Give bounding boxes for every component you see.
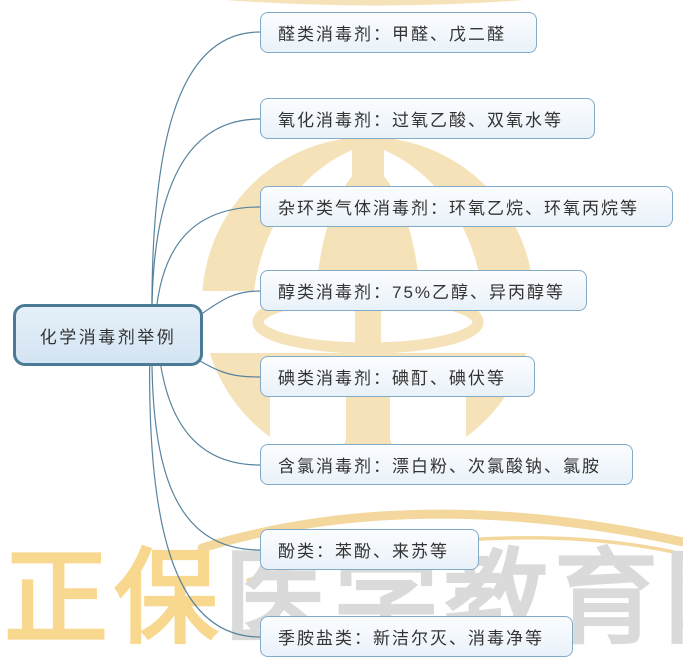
branch-label: 酚类：苯酚、来苏等 xyxy=(278,542,449,561)
branch-label: 碘类消毒剂：碘酊、碘伏等 xyxy=(278,369,506,388)
branch-label: 含氯消毒剂：漂白粉、次氯酸钠、氯胺 xyxy=(278,457,601,476)
root-topic-node[interactable]: 化学消毒剂举例 xyxy=(13,304,203,366)
connector-line-aldehyde xyxy=(151,31,261,331)
branch-node-iodine[interactable]: 碘类消毒剂：碘酊、碘伏等 xyxy=(260,356,535,397)
branch-label: 醛类消毒剂：甲醛、戊二醛 xyxy=(278,25,506,44)
branch-label: 季胺盐类：新洁尔灭、消毒净等 xyxy=(278,629,544,648)
connector-line-quaternary-ammonium xyxy=(149,341,261,638)
branch-node-phenol[interactable]: 酚类：苯酚、来苏等 xyxy=(260,529,479,570)
connector-line-oxidizing xyxy=(151,118,261,331)
branch-node-chlorine[interactable]: 含氯消毒剂：漂白粉、次氯酸钠、氯胺 xyxy=(260,444,633,485)
branch-node-oxidizing[interactable]: 氧化消毒剂：过氧乙酸、双氧水等 xyxy=(260,98,595,139)
branch-node-heterocyclic-gas[interactable]: 杂环类气体消毒剂：环氧乙烷、环氧丙烷等 xyxy=(260,186,673,227)
branch-node-alcohol[interactable]: 醇类消毒剂：75%乙醇、异丙醇等 xyxy=(260,270,587,311)
branch-node-quaternary-ammonium[interactable]: 季胺盐类：新洁尔灭、消毒净等 xyxy=(260,616,573,657)
branch-label: 醇类消毒剂：75%乙醇、异丙醇等 xyxy=(278,283,566,302)
branch-label: 杂环类气体消毒剂：环氧乙烷、环氧丙烷等 xyxy=(278,199,639,218)
connector-line-heterocyclic-gas xyxy=(154,206,261,329)
watermark-brand-gold: 正保 xyxy=(4,541,225,657)
top-logo-sliver xyxy=(225,0,525,6)
connector-line-chlorine xyxy=(157,343,261,466)
connector-line-phenol xyxy=(151,341,261,551)
branch-label: 氧化消毒剂：过氧乙酸、双氧水等 xyxy=(278,111,563,130)
root-topic-label: 化学消毒剂举例 xyxy=(39,327,177,347)
branch-node-aldehyde[interactable]: 醛类消毒剂：甲醛、戊二醛 xyxy=(260,12,537,53)
